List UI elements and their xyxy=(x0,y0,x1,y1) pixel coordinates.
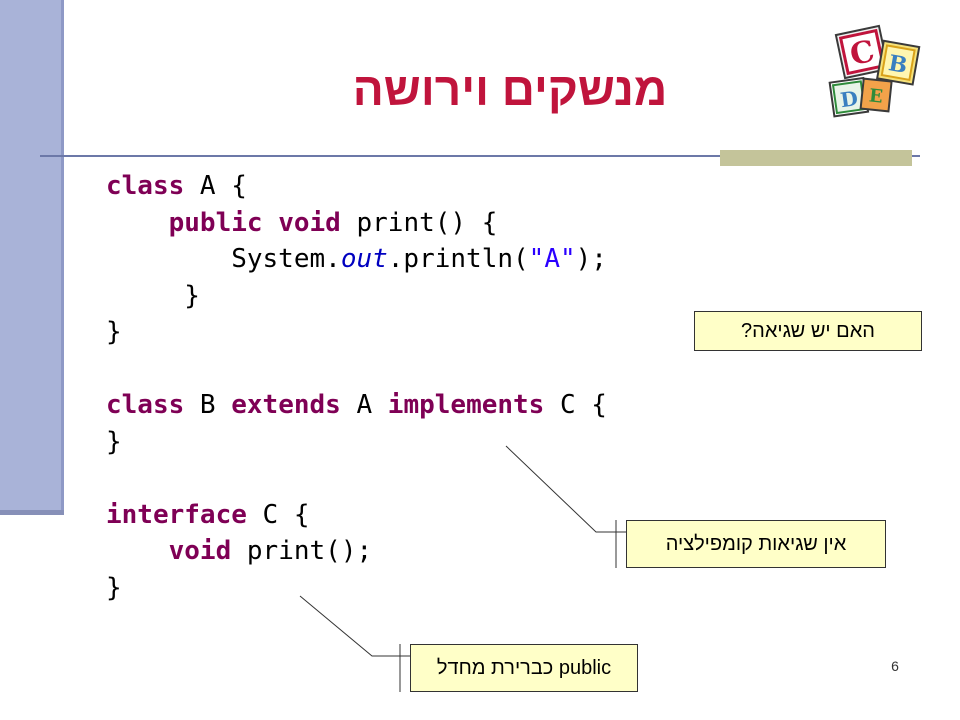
code-keyword: extends xyxy=(231,390,341,420)
code-keyword: class xyxy=(106,171,185,201)
callout-question: האם יש שגיאה? xyxy=(694,311,922,351)
code-token xyxy=(106,208,169,238)
code-line: void print(); xyxy=(106,536,373,566)
title-underline-accent xyxy=(720,150,912,166)
code-token: A xyxy=(340,390,388,420)
callout-no-errors: אין שגיאות קומפילציה xyxy=(626,520,886,568)
code-token xyxy=(106,536,169,566)
code-token: print(); xyxy=(231,536,373,566)
code-keyword: void xyxy=(168,536,232,566)
code-token: "A" xyxy=(528,244,576,274)
code-token: B xyxy=(184,390,232,420)
code-token: } xyxy=(106,572,122,603)
code-keyword: public xyxy=(168,207,263,238)
code-token: print() { xyxy=(340,207,498,238)
code-token: } xyxy=(106,280,200,311)
code-token: A { xyxy=(184,171,247,201)
code-token: } xyxy=(106,426,122,457)
code-token: System. xyxy=(106,244,341,274)
code-token xyxy=(263,208,279,238)
code-line: System.out.println("A"); xyxy=(106,244,607,274)
code-line: } xyxy=(106,317,122,347)
left-bar-shadow xyxy=(0,510,64,515)
title-underline xyxy=(40,155,920,157)
code-line: class B extends A implements C { xyxy=(106,390,607,420)
code-block: class A { public void print() { System.o… xyxy=(106,168,607,606)
code-keyword: void xyxy=(278,207,341,238)
left-decorative-bar xyxy=(0,0,64,512)
code-token: out xyxy=(340,244,388,274)
code-keyword: interface xyxy=(106,499,247,530)
page-number: 6 xyxy=(891,658,899,674)
code-token: ); xyxy=(575,244,607,274)
code-line: interface C { xyxy=(106,500,310,530)
code-line: class A { xyxy=(106,171,247,201)
code-keyword: class xyxy=(106,390,185,420)
code-token: C { xyxy=(246,499,310,530)
callout-default-public: public כברירת מחדל xyxy=(410,644,638,692)
logo-letter-d: D xyxy=(839,86,860,112)
code-token: C { xyxy=(544,390,607,420)
code-line: } xyxy=(106,573,122,603)
code-line: } xyxy=(106,281,200,311)
code-line: } xyxy=(106,427,122,457)
code-token: .println( xyxy=(387,244,529,274)
slide-title: מנשקים וירושה xyxy=(352,63,668,115)
code-token: } xyxy=(106,317,122,347)
logo-letter-b: B xyxy=(886,50,909,79)
code-keyword: implements xyxy=(387,390,545,420)
code-line: public void print() { xyxy=(106,207,498,238)
logo-letter-e: E xyxy=(868,85,884,107)
abc-blocks-icon: C B D E xyxy=(828,24,921,118)
